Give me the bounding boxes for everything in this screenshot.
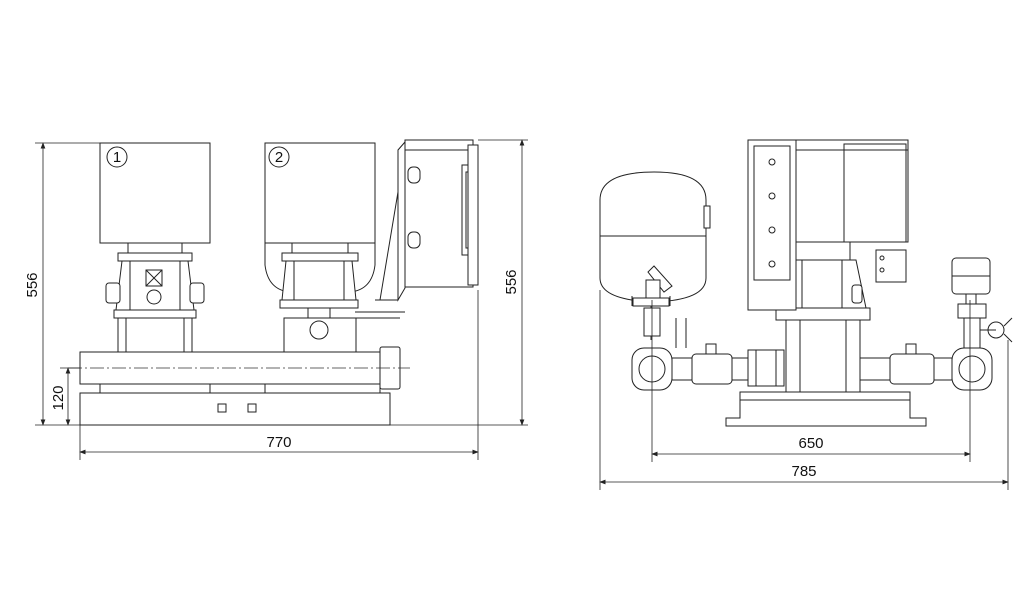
outlet-valve: [889, 353, 935, 385]
side-pump: [775, 181, 871, 393]
base-slot: [247, 403, 257, 413]
side-terminal-box: [843, 143, 907, 243]
motor-2-flange: [291, 242, 349, 254]
inlet-manifold: [631, 318, 785, 391]
base-frame: [79, 392, 391, 426]
check-valve: [747, 349, 785, 387]
pump-2-label-circle: [268, 146, 290, 168]
overall-width-label: 785: [791, 463, 816, 480]
base-slot: [217, 403, 227, 413]
front-dimensions: 556 120 556 770: [24, 139, 528, 460]
height-right-label: 556: [503, 269, 520, 294]
pump-column: [785, 319, 861, 393]
side-view: 650 785: [599, 139, 1013, 490]
pump-1-adapter: [117, 252, 193, 262]
side-dimensions: 650 785: [599, 290, 1009, 490]
side-motor-flange: [795, 241, 851, 261]
pump-2: 2: [264, 142, 376, 353]
pump-2-lantern: [281, 260, 357, 301]
pump-2-label: 2: [275, 149, 283, 166]
pump-1: 1: [99, 142, 211, 353]
pump-1-label-circle: [106, 146, 128, 168]
side-control-box: [747, 139, 909, 311]
inlet-valve: [691, 353, 733, 385]
motor-1-flange: [127, 242, 183, 254]
height-left-label: 556: [24, 272, 41, 297]
width-label: 770: [266, 434, 291, 451]
tank-body: [599, 171, 707, 303]
side-base-frame: [725, 391, 927, 427]
pump-1-chamber: [117, 317, 193, 353]
base-height-label: 120: [50, 385, 67, 410]
pump-1-label: 1: [113, 149, 121, 166]
front-view: 1 2: [24, 139, 528, 460]
outlet-manifold: [859, 257, 1013, 391]
pressure-tank: [599, 171, 711, 340]
side-base: [725, 391, 927, 427]
pump-1-foot: [113, 309, 197, 319]
inner-width-label: 650: [798, 435, 823, 452]
control-box: [350, 139, 479, 319]
